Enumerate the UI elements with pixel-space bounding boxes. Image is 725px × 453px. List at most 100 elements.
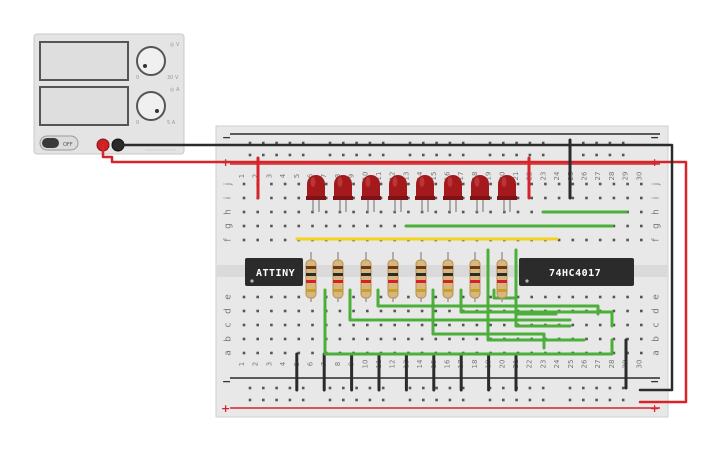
resistor[interactable]: [332, 252, 344, 302]
board-hole[interactable]: [297, 351, 301, 355]
board-hole[interactable]: [270, 351, 273, 355]
power-supply[interactable]: ◎ V 0 30 V ◎ A 0 5 A OFF: [33, 33, 185, 155]
rail-hole[interactable]: [461, 141, 465, 145]
board-hole[interactable]: [612, 182, 616, 186]
red-led[interactable]: [497, 175, 517, 212]
rail-hole[interactable]: [448, 153, 452, 157]
board-hole[interactable]: [489, 182, 492, 186]
board-hole[interactable]: [503, 323, 506, 327]
board-hole[interactable]: [256, 309, 259, 313]
voltage-knob[interactable]: [136, 46, 166, 76]
board-hole[interactable]: [324, 210, 328, 214]
red-led[interactable]: [306, 175, 326, 212]
board-hole[interactable]: [640, 323, 643, 327]
rail-hole[interactable]: [461, 153, 465, 157]
board-hole[interactable]: [393, 337, 396, 341]
rail-hole[interactable]: [568, 386, 572, 390]
board-hole[interactable]: [283, 210, 287, 214]
board-hole[interactable]: [434, 210, 438, 214]
rail-hole[interactable]: [328, 386, 332, 390]
board-hole[interactable]: [407, 323, 410, 327]
rail-hole[interactable]: [502, 386, 505, 390]
board-hole[interactable]: [242, 196, 246, 200]
board-hole[interactable]: [475, 323, 479, 327]
board-hole[interactable]: [640, 224, 643, 228]
board-hole[interactable]: [366, 210, 369, 214]
board-hole[interactable]: [598, 323, 602, 327]
board-hole[interactable]: [311, 309, 314, 313]
rail-hole[interactable]: [461, 398, 465, 402]
board-hole[interactable]: [324, 224, 328, 228]
board-hole[interactable]: [270, 309, 273, 313]
rail-hole[interactable]: [582, 398, 585, 402]
rail-hole[interactable]: [368, 153, 372, 157]
board-hole[interactable]: [489, 323, 492, 327]
board-hole[interactable]: [311, 337, 314, 341]
board-hole[interactable]: [407, 295, 410, 299]
rail-hole[interactable]: [541, 398, 545, 402]
rail-hole[interactable]: [301, 141, 305, 145]
rail-hole[interactable]: [248, 398, 252, 402]
board-hole[interactable]: [352, 323, 355, 327]
board-hole[interactable]: [640, 196, 643, 200]
rail-hole[interactable]: [448, 398, 452, 402]
board-hole[interactable]: [407, 196, 410, 200]
board-hole[interactable]: [598, 196, 602, 200]
board-hole[interactable]: [434, 295, 438, 299]
rail-hole[interactable]: [262, 153, 265, 157]
board-hole[interactable]: [352, 224, 355, 228]
rail-hole[interactable]: [275, 141, 278, 145]
rail-hole[interactable]: [448, 386, 452, 390]
board-hole[interactable]: [256, 224, 259, 228]
rail-hole[interactable]: [435, 153, 438, 157]
board-hole[interactable]: [297, 295, 301, 299]
board-hole[interactable]: [420, 337, 424, 341]
rail-hole[interactable]: [355, 398, 358, 402]
board-hole[interactable]: [420, 309, 424, 313]
board-hole[interactable]: [434, 309, 438, 313]
board-hole[interactable]: [626, 323, 629, 327]
board-hole[interactable]: [585, 323, 588, 327]
rail-hole[interactable]: [275, 153, 278, 157]
wire-green-signal[interactable]: [348, 288, 572, 322]
rail-hole[interactable]: [248, 386, 252, 390]
board-hole[interactable]: [626, 295, 629, 299]
board-hole[interactable]: [612, 351, 616, 355]
rail-hole[interactable]: [355, 386, 358, 390]
board-hole[interactable]: [379, 323, 383, 327]
board-hole[interactable]: [530, 182, 533, 186]
rail-hole[interactable]: [608, 141, 612, 145]
board-hole[interactable]: [352, 210, 355, 214]
board-hole[interactable]: [626, 351, 629, 355]
board-hole[interactable]: [530, 295, 533, 299]
red-led[interactable]: [333, 175, 353, 212]
board-hole[interactable]: [640, 238, 643, 242]
board-hole[interactable]: [461, 196, 465, 200]
rail-hole[interactable]: [515, 398, 518, 402]
board-hole[interactable]: [407, 182, 410, 186]
board-hole[interactable]: [626, 309, 629, 313]
rail-hole[interactable]: [595, 153, 598, 157]
board-hole[interactable]: [283, 337, 287, 341]
rail-hole[interactable]: [488, 141, 492, 145]
rail-hole[interactable]: [435, 386, 438, 390]
board-hole[interactable]: [311, 224, 314, 228]
rail-hole[interactable]: [368, 386, 372, 390]
board-hole[interactable]: [612, 295, 616, 299]
rail-hole[interactable]: [355, 141, 358, 145]
board-hole[interactable]: [557, 295, 561, 299]
board-hole[interactable]: [352, 309, 355, 313]
rail-hole[interactable]: [301, 398, 305, 402]
board-hole[interactable]: [297, 210, 301, 214]
board-hole[interactable]: [366, 337, 369, 341]
board-hole[interactable]: [270, 224, 273, 228]
rail-hole[interactable]: [502, 398, 505, 402]
rail-hole[interactable]: [342, 153, 345, 157]
board-hole[interactable]: [270, 182, 273, 186]
rail-hole[interactable]: [488, 398, 492, 402]
board-hole[interactable]: [270, 238, 273, 242]
board-hole[interactable]: [640, 295, 643, 299]
board-hole[interactable]: [270, 210, 273, 214]
resistor[interactable]: [496, 252, 508, 302]
